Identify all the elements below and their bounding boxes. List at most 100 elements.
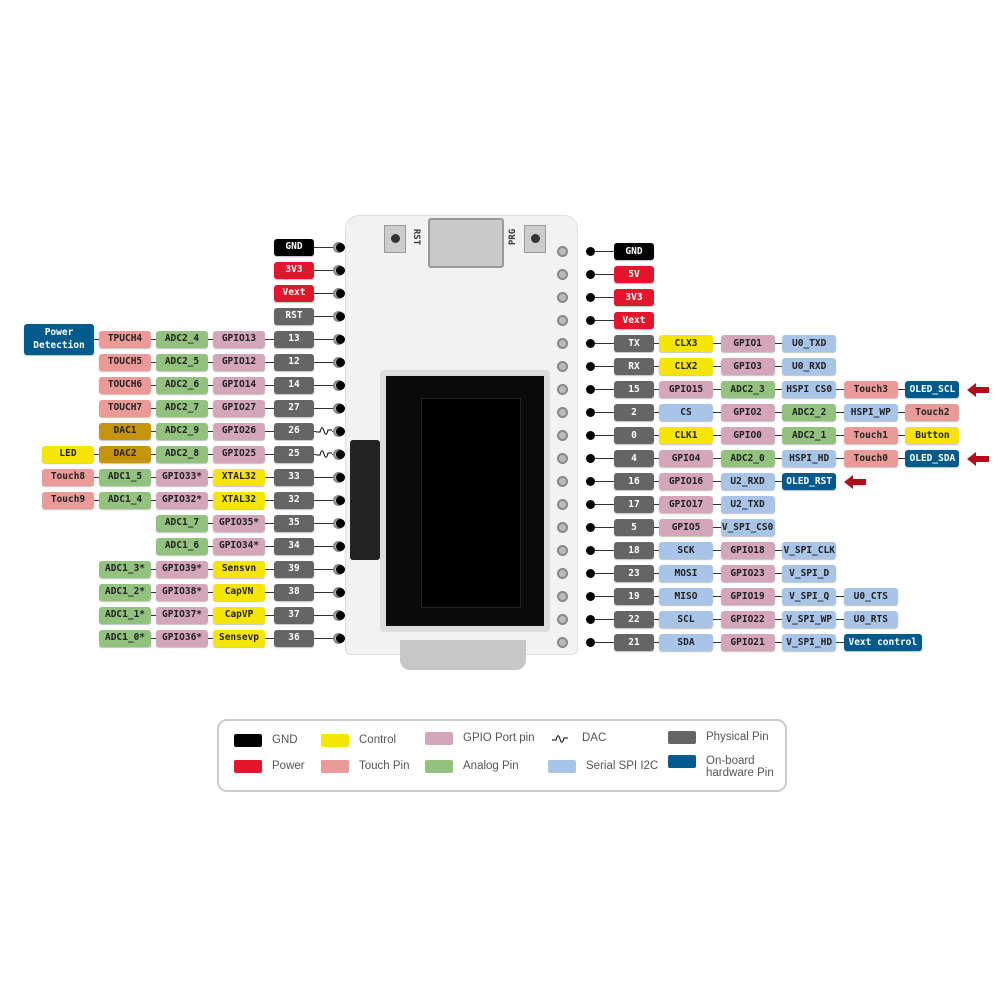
pin-label-power: 5V [614,266,654,283]
header-hole [557,292,568,303]
physical-pin: 19 [614,588,654,605]
pin-label-spi: U0_RXD [782,358,837,375]
pin-dot [586,500,595,509]
pin-label-adc: ADC2_9 [156,423,208,440]
pin-label-adc: ADC1_1* [99,607,151,624]
physical-pin: 22 [614,611,654,628]
pin-dot [586,293,595,302]
pin-dot [336,243,345,252]
legend-swatch [321,760,349,773]
header-hole [557,269,568,280]
pin-dot [336,565,345,574]
display-flex-cable [350,440,380,560]
pin-label-adc: ADC2_2 [782,404,837,421]
pin-label-gpio: GPIO25 [213,446,265,463]
pin-label-adc: ADC2_6 [156,377,208,394]
legend-item-power: Power [234,760,305,773]
pin-label-adc: ADC2_5 [156,354,208,371]
pin-label-gpio: GPIO26 [213,423,265,440]
pin-label-gnd: GND [274,239,314,256]
pin-dot [336,312,345,321]
pin-label-control: Sensevp [213,630,265,647]
pin-dot [336,289,345,298]
pin-label-gpio: GPIO15 [659,381,713,398]
prg-button[interactable] [524,225,546,253]
pin-dot [586,316,595,325]
pin-label-spi: V_SPI_HD [782,634,837,651]
pin-label-touch: Touch8 [42,469,94,486]
pin-dot [586,477,595,486]
pin-label-spi: SDA [659,634,713,651]
legend-item-adc: Analog Pin [425,760,519,773]
pin-label-hw: Power Detection [24,324,94,355]
pin-label-gpio: GPIO2 [720,404,775,421]
physical-pin: 16 [614,473,654,490]
pin-label-touch: TOUCH6 [99,377,151,394]
pin-label-touch: Touch0 [843,450,898,467]
physical-pin: 15 [614,381,654,398]
pin-dot [586,408,595,417]
legend-label: On-board hardware Pin [706,755,774,779]
pin-label-spi: HSPI_HD [782,450,837,467]
pin-dot [336,588,345,597]
pin-label-spi: SCL [659,611,713,628]
pin-label-spi: SCK [659,542,713,559]
pin-dot [586,362,595,371]
legend-label: Control [359,734,397,746]
pin-label-gpio: GPIO39* [156,561,208,578]
pin-label-adc: ADC1_5 [99,469,151,486]
dac-wave-icon [548,732,572,745]
physical-pin: 18 [614,542,654,559]
pin-dot [336,266,345,275]
pin-label-adc: ADC2_3 [720,381,775,398]
pin-label-gpio: GPIO23 [720,565,775,582]
pin-label-adc: ADC2_0 [720,450,775,467]
red-arrow-icon [967,382,990,397]
legend-label: DAC [582,732,607,744]
physical-pin: 37 [274,607,314,624]
pin-label-spi: HSPI_WP [843,404,898,421]
physical-pin: 23 [614,565,654,582]
pin-label-adc: ADC1_3* [99,561,151,578]
usb-port [428,218,504,268]
pin-label-hw: OLED_RST [782,473,837,490]
physical-pin: 35 [274,515,314,532]
pin-label-power: Vext [614,312,654,329]
pin-label-power: 3V3 [274,262,314,279]
physical-pin: 2 [614,404,654,421]
pin-label-spi: U0_RTS [843,611,898,628]
pin-label-control: Sensvn [213,561,265,578]
pin-label-adc: ADC1_0* [99,630,151,647]
pin-label-spi: MISO [659,588,713,605]
physical-pin: 39 [274,561,314,578]
pin-dot [586,385,595,394]
physical-pin: TX [614,335,654,352]
pin-dot [336,519,345,528]
pin-label-spi: V_SPI_Q [782,588,837,605]
pin-label-control: CapVN [213,584,265,601]
pin-label-spi: U2_TXD [720,496,775,513]
pin-label-gpio: GPIO14 [213,377,265,394]
pin-label-control: Button [905,427,960,444]
pin-label-spi: V_SPI_WP [782,611,837,628]
legend-item-dac-wave: DAC [548,732,606,745]
rst-button[interactable] [384,225,406,253]
header-hole [557,522,568,533]
physical-pin: 14 [274,377,314,394]
pin-label-control: CLX3 [659,335,713,352]
physical-pin: 17 [614,496,654,513]
pin-dot [336,404,345,413]
pin-label-spi: V_SPI_CLK [782,542,837,559]
pin-label-hw: OLED_SDA [905,450,960,467]
physical-pin: 36 [274,630,314,647]
header-hole [557,545,568,556]
legend-swatch [668,731,696,744]
pin-label-touch: TPUCH4 [99,331,151,348]
pin-dot [586,569,595,578]
physical-pin: 21 [614,634,654,651]
pin-dot [586,247,595,256]
pin-label-gpio: GPIO36* [156,630,208,647]
pin-dot [586,523,595,532]
pin-label-control: LED [42,446,94,463]
pin-dot [336,335,345,344]
